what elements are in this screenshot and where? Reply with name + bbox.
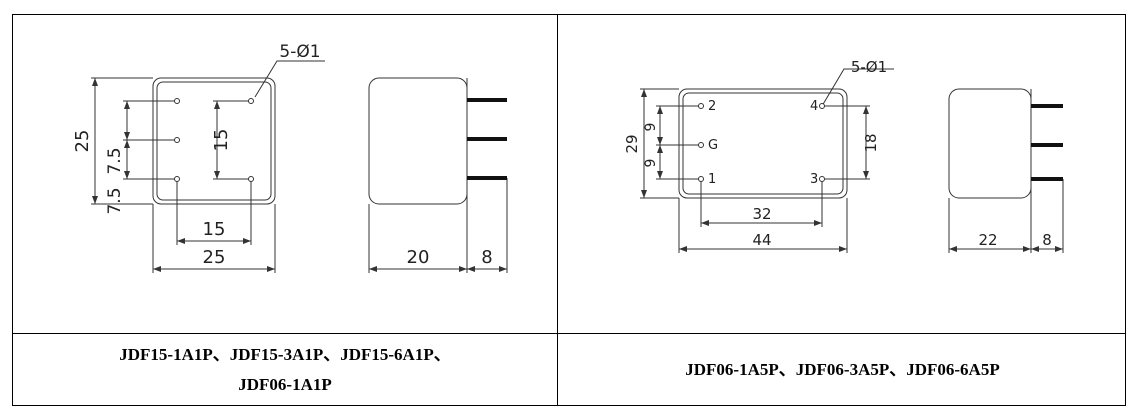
right-pin-1 <box>698 176 704 182</box>
right-dim-pin-vspan-label: 18 <box>862 133 880 152</box>
left-drawing-cell: 5-Ø1 25 7.5 7.5 15 15 25 20 8 <box>13 15 557 333</box>
right-side-pins <box>1031 104 1063 181</box>
right-side-body <box>948 88 1032 199</box>
right-pin-2-label: 2 <box>708 99 716 114</box>
right-dim-depth-label: 22 <box>978 231 997 249</box>
right-front-body-inner <box>682 92 844 195</box>
left-pin-5 <box>248 176 254 182</box>
right-caption: JDF06-1A5P、JDF06-3A5P、JDF06-6A5P <box>558 334 1127 406</box>
cell-divider-vertical <box>557 15 558 405</box>
right-pin-label: 5-Ø1 <box>851 58 887 76</box>
left-dim-pin-hspan-label: 15 <box>203 219 226 240</box>
left-caption: JDF15-1A1P、JDF15-3A1P、JDF15-6A1P、 JDF06-… <box>13 334 557 406</box>
right-pin-2 <box>698 103 704 109</box>
left-dim-pitch-lower-label: 7.5 <box>105 187 125 214</box>
right-dim-width-label: 44 <box>752 231 771 249</box>
right-arrowheads <box>641 89 1063 252</box>
left-dim-height-label: 25 <box>72 130 93 153</box>
cell-divider-horizontal <box>13 333 1125 334</box>
right-pin-leader <box>821 68 894 107</box>
right-technical-drawing: 2 G 1 4 3 5-Ø1 29 9 9 18 32 44 22 8 <box>623 58 1064 253</box>
right-pin-3 <box>819 176 825 182</box>
left-technical-drawing: 5-Ø1 25 7.5 7.5 15 15 25 20 8 <box>72 42 508 273</box>
left-arrowheads <box>92 78 507 272</box>
left-side-pins <box>467 98 507 180</box>
left-pin-4 <box>248 98 254 104</box>
left-pin-2 <box>174 137 180 143</box>
right-pin-3-label: 3 <box>810 172 818 187</box>
left-dim-depth-label: 20 <box>407 247 430 268</box>
right-pin-G <box>698 142 704 148</box>
right-pin-4-label: 4 <box>810 99 818 114</box>
left-pin-3 <box>174 176 180 182</box>
right-caption-text: JDF06-1A5P、JDF06-3A5P、JDF06-6A5P <box>685 360 1000 379</box>
left-dim-pitch-upper-label: 7.5 <box>105 147 125 174</box>
right-drawing-cell: 2 G 1 4 3 5-Ø1 29 9 9 18 32 44 22 8 <box>558 15 1127 333</box>
left-pin-label: 5-Ø1 <box>279 42 320 62</box>
drawing-sheet: 5-Ø1 25 7.5 7.5 15 15 25 20 8 <box>12 14 1126 406</box>
right-front-body <box>678 88 848 199</box>
right-pin-G-label: G <box>708 138 718 153</box>
left-caption-line-1: JDF15-1A1P、JDF15-3A1P、JDF15-6A1P、 <box>119 345 451 364</box>
right-dim-pitch-upper-label: 9 <box>643 123 659 132</box>
right-pin-1-label: 1 <box>708 172 716 187</box>
right-pin-4 <box>819 103 825 109</box>
left-pin-1 <box>174 98 180 104</box>
left-dim-pin-vspan-label: 15 <box>211 129 232 152</box>
right-dim-pitch-lower-label: 9 <box>643 159 659 168</box>
right-dim-pin-hspan-label: 32 <box>752 205 771 223</box>
left-dim-pin-length-label: 8 <box>481 247 492 268</box>
left-dim-width-label: 25 <box>203 247 226 268</box>
left-caption-line-2: JDF06-1A1P <box>238 375 332 394</box>
left-front-body-inner <box>156 81 272 201</box>
left-pin-leader <box>254 60 325 98</box>
left-front-body <box>152 77 276 205</box>
right-dim-height-label: 29 <box>623 134 641 153</box>
right-dim-pin-length-label: 8 <box>1042 231 1052 249</box>
left-side-body <box>368 77 468 205</box>
